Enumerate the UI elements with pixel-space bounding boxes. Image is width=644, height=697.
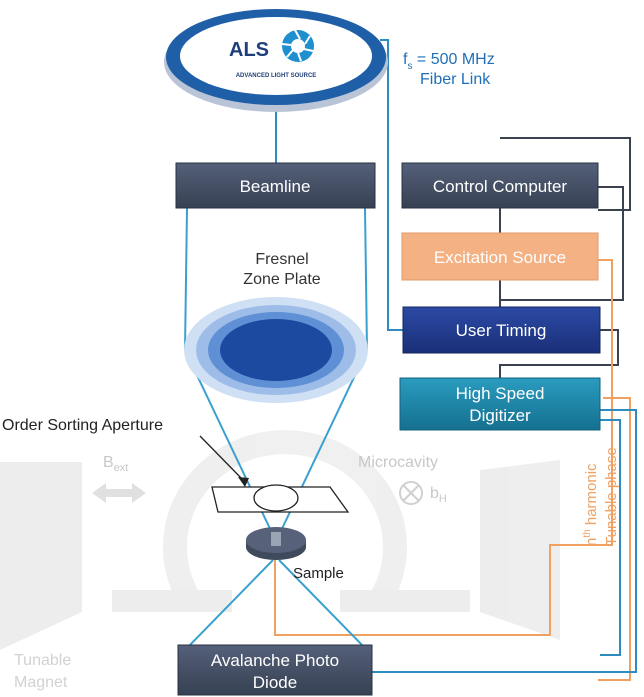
harmonic-label: nth harmonic <box>582 463 600 546</box>
wiring <box>274 39 637 681</box>
apd-label-line2: Diode <box>253 673 297 692</box>
als-logo: ALS ADVANCED LIGHT SOURCE <box>164 9 388 112</box>
order-sorting-aperture <box>211 484 350 513</box>
right-magnet-pole <box>480 460 560 640</box>
control-computer-label: Control Computer <box>433 177 568 196</box>
apd-to-digitizer-wire <box>372 409 637 673</box>
apd-box: Avalanche Photo Diode <box>177 644 373 696</box>
digitizer-label-line2: Digitizer <box>469 406 531 425</box>
excitation-source-box: Excitation Source <box>401 232 599 281</box>
double-arrow-icon <box>92 483 146 503</box>
microcavity-base-left <box>112 590 232 612</box>
beamline-box: Beamline <box>175 162 376 209</box>
bh-label: bH <box>430 485 447 505</box>
background-hardware <box>0 430 560 650</box>
bext-label: Bext <box>103 454 128 474</box>
fiber-link-wire <box>380 39 403 331</box>
excitation-source-label: Excitation Source <box>434 248 566 267</box>
als-logo-name: ALS <box>229 39 269 61</box>
harmonic-phase-labels: nth harmonic Tunable phase <box>582 447 620 546</box>
user-timing-box: User Timing <box>402 306 601 354</box>
magnet-label-line2: Magnet <box>14 674 68 691</box>
control-right-wire-2 <box>500 137 631 211</box>
osa-pointer-arrow <box>199 435 246 483</box>
control-computer-box: Control Computer <box>401 162 599 209</box>
microcavity-label: Microcavity <box>358 454 438 471</box>
frequency-label: fs = 500 MHz <box>403 51 495 72</box>
field-into-page-icon <box>399 481 423 505</box>
sample-holder <box>246 527 306 560</box>
microcavity-base-right <box>340 590 470 612</box>
digitizer-label-line1: High Speed <box>456 384 545 403</box>
digitizer-box: High Speed Digitizer <box>399 377 601 431</box>
digitizer-trigger-wire <box>600 419 621 656</box>
left-magnet-pole <box>0 462 82 650</box>
excitation-output-wire <box>274 259 613 636</box>
reference-phase-wire <box>598 397 631 681</box>
control-right-wire <box>499 186 624 307</box>
user-timing-label: User Timing <box>456 321 547 340</box>
aperture-icon <box>281 29 314 62</box>
tunable-phase-label: Tunable phase <box>603 447 620 546</box>
sample-label: Sample <box>293 565 344 582</box>
magnet-label-line1: Tunable <box>14 652 71 669</box>
apd-label-line1: Avalanche Photo <box>211 651 339 670</box>
beamline-label: Beamline <box>240 177 311 196</box>
fiber-link-label: Fiber Link <box>420 71 491 88</box>
fzp-label-line2: Zone Plate <box>243 271 320 288</box>
microcavity-ring <box>163 430 407 607</box>
osa-pointer-head <box>238 477 249 487</box>
fresnel-zone-plate <box>184 297 368 403</box>
fzp-label-line1: Fresnel <box>255 251 308 268</box>
osa-label: Order Sorting Aperture <box>2 417 163 434</box>
als-logo-subtitle: ADVANCED LIGHT SOURCE <box>236 73 317 79</box>
